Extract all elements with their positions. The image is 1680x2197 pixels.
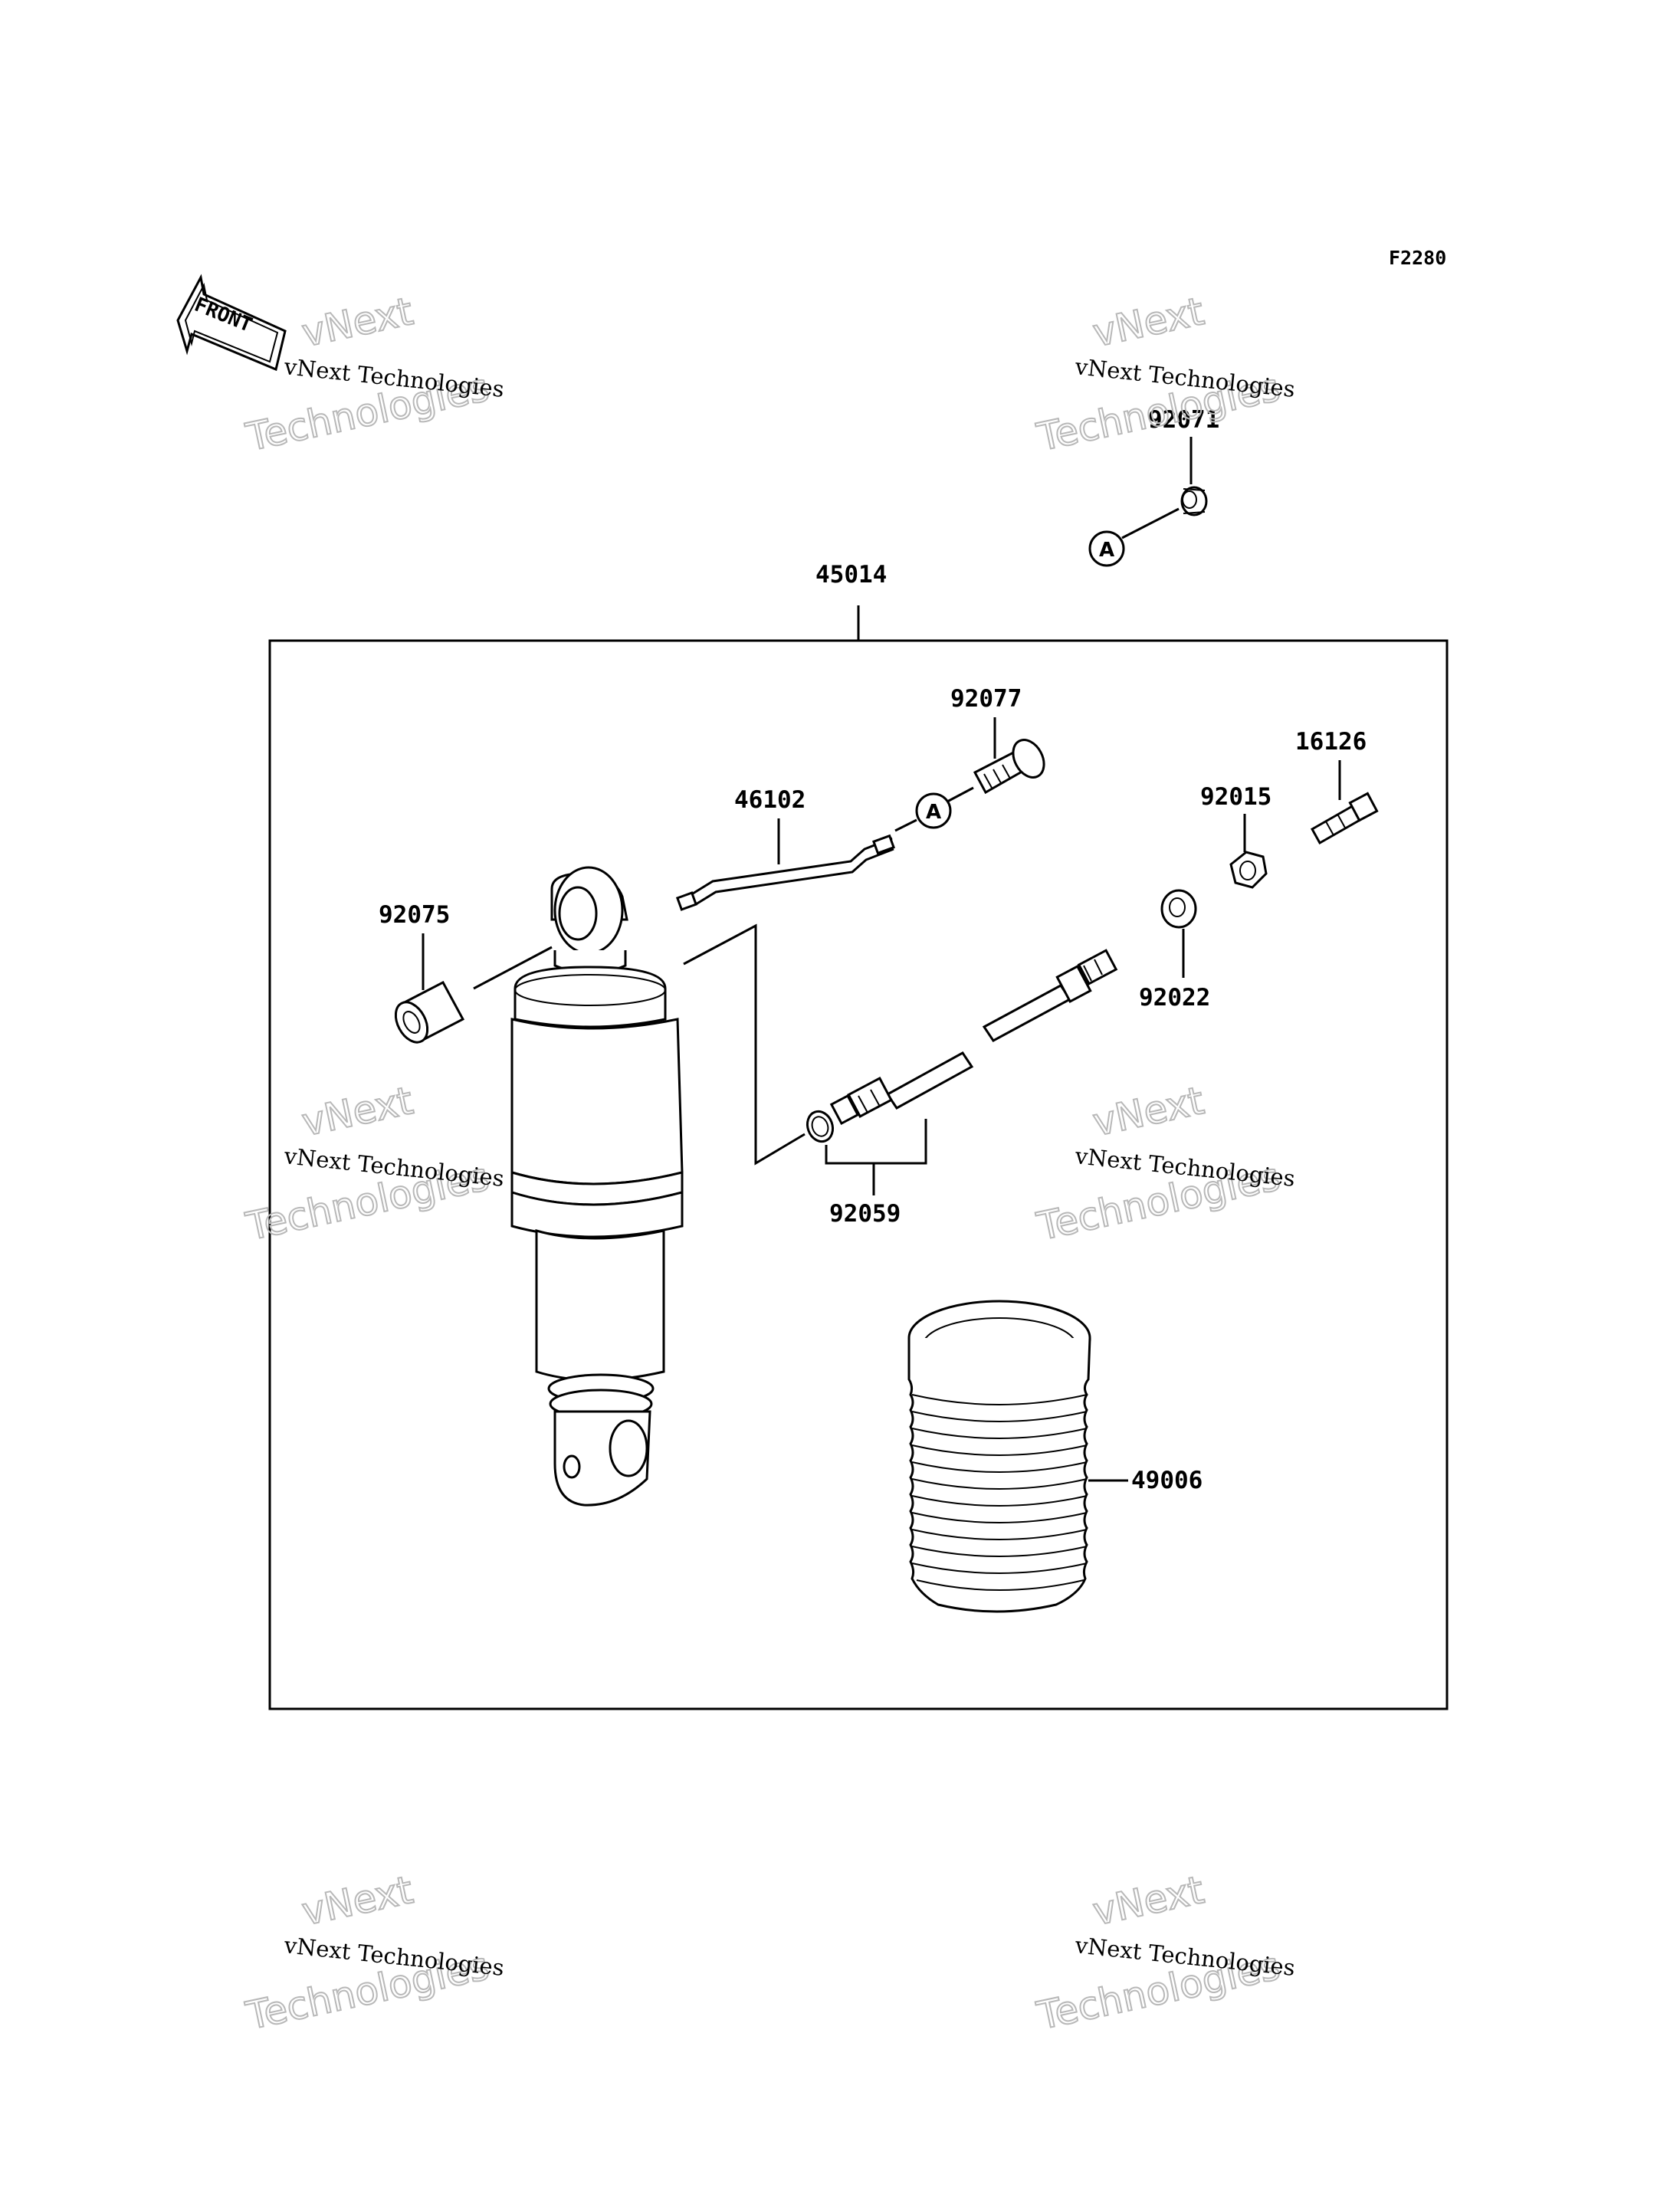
watermark-3: vNext Technologies vNext Technologies xyxy=(241,1077,506,1250)
watermark-1: vNext Technologies vNext Technologies xyxy=(241,288,506,461)
shock-absorber xyxy=(510,866,684,1507)
svg-text:vNext: vNext xyxy=(298,289,417,356)
svg-text:vNext: vNext xyxy=(1089,289,1208,356)
boot-49006 xyxy=(907,1300,1091,1613)
front-arrow-icon: FRONT xyxy=(176,274,287,372)
part-label-45014: 45014 xyxy=(815,561,887,589)
part-label-16126: 16126 xyxy=(1295,728,1367,756)
spacer-92071 xyxy=(1180,486,1208,516)
washer-92022 xyxy=(1160,889,1197,929)
svg-text:vNext: vNext xyxy=(298,1078,417,1145)
svg-text:vNext: vNext xyxy=(1089,1867,1208,1934)
svg-text:vNext: vNext xyxy=(298,1867,417,1934)
nut-92015 xyxy=(1229,851,1268,889)
watermark-2: vNext Technologies vNext Technologies xyxy=(1032,288,1297,461)
valve-16126 xyxy=(1310,792,1379,845)
part-label-92077: 92077 xyxy=(950,685,1022,713)
part-label-92022: 92022 xyxy=(1139,984,1210,1012)
svg-text:A: A xyxy=(926,801,941,824)
ref-circle-a-mid: A xyxy=(915,792,952,829)
bushing-92075 xyxy=(394,980,465,1044)
valve-stem-upper xyxy=(982,949,1118,1042)
ref-circle-a-top: A xyxy=(1088,530,1125,567)
part-label-92071: 92071 xyxy=(1148,406,1219,434)
svg-text:A: A xyxy=(1099,539,1114,562)
part-label-92059: 92059 xyxy=(829,1200,901,1228)
svg-text:vNext: vNext xyxy=(1089,1078,1208,1145)
valve-stem-lower xyxy=(829,1051,974,1126)
o-ring-92059 xyxy=(806,1110,835,1143)
bolt-92077 xyxy=(973,739,1045,795)
part-label-46102: 46102 xyxy=(734,786,806,814)
watermark-6: vNext Technologies vNext Technologies xyxy=(1032,1867,1297,2039)
watermark-4: vNext Technologies vNext Technologies xyxy=(1032,1077,1297,1250)
part-label-92075: 92075 xyxy=(379,901,450,929)
part-label-92015: 92015 xyxy=(1200,783,1271,811)
part-label-49006: 49006 xyxy=(1131,1467,1203,1494)
hose-46102 xyxy=(675,834,895,911)
figure-code: F2280 xyxy=(1389,247,1446,269)
watermark-5: vNext Technologies vNext Technologies xyxy=(241,1867,506,2039)
